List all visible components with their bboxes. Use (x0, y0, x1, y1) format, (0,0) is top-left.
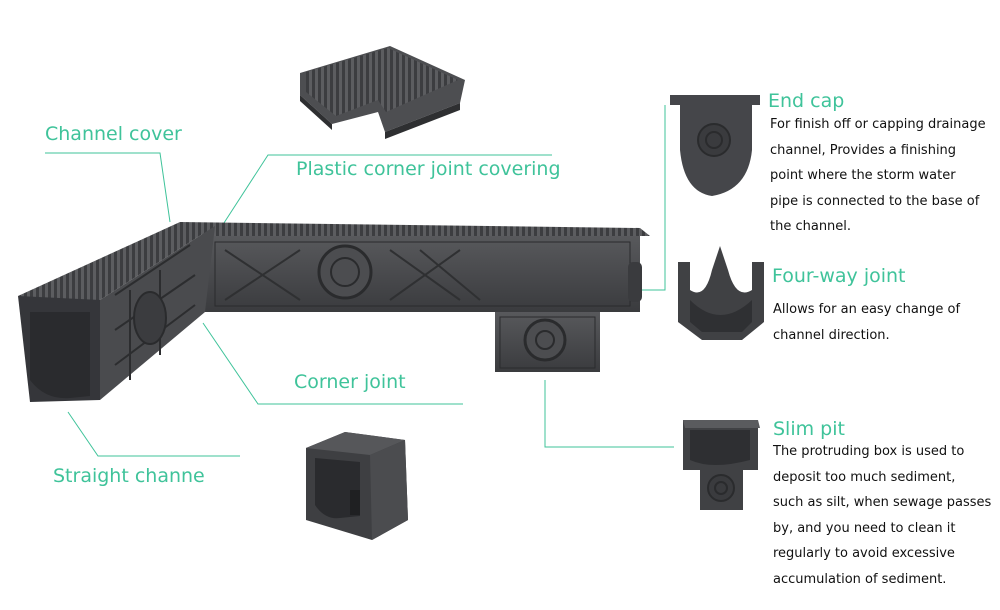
slim-pit-line: deposit too much sediment, (773, 469, 956, 485)
slim-pit-line: such as silt, when sewage passes (773, 495, 992, 510)
corner-joint-image (306, 432, 408, 540)
slim-pit-line: regularly to avoid excessive (773, 546, 955, 561)
leader-straight-channel (67, 411, 240, 457)
leader-lines (45, 105, 674, 457)
four-way-joint-line: channel direction. (773, 327, 890, 343)
slim-pit-line: accumulation of sediment. (773, 571, 947, 587)
label-corner-joint-covering: Plastic corner joint covering (296, 158, 561, 180)
slim-pit-line: The protruding box is used to (773, 444, 965, 459)
end-cap-line: channel, Provides a finishing (770, 142, 957, 158)
end-cap-line: For finish off or capping drainage (770, 117, 986, 132)
four-way-joint-line: Allows for an easy change of (773, 302, 961, 317)
end-cap-description: For finish off or capping drainage chann… (770, 112, 986, 240)
label-corner-joint: Corner joint (294, 371, 406, 393)
slim-pit-description: The protruding box is used to deposit to… (773, 439, 991, 592)
label-channel-cover: Channel cover (45, 123, 182, 145)
four-way-joint-title: Four-way joint (772, 265, 906, 287)
leader-channel-cover (45, 152, 171, 223)
end-cap-line: point where the storm water (770, 168, 956, 183)
end-cap-line: the channel. (770, 219, 852, 234)
end-cap-image (670, 95, 760, 196)
leader-slim-pit (544, 380, 674, 448)
end-cap-title: End cap (768, 90, 845, 112)
label-straight-channel: Straight channe (53, 465, 205, 487)
slim-pit-line: by, and you need to clean it (773, 520, 956, 536)
four-way-joint-description: Allows for an easy change of channel dir… (773, 297, 960, 348)
corner-cover-grate-image (300, 46, 465, 139)
slim-pit-title: Slim pit (773, 418, 845, 440)
slim-pit-image (683, 420, 760, 510)
channel-assembly-image (18, 222, 650, 402)
leader-corner-joint (202, 322, 463, 405)
leader-corner-joint-covering (221, 154, 552, 227)
four-way-joint-image (678, 246, 764, 340)
end-cap-line: pipe is connected to the base of (770, 193, 980, 209)
leader-end-cap (641, 105, 666, 291)
